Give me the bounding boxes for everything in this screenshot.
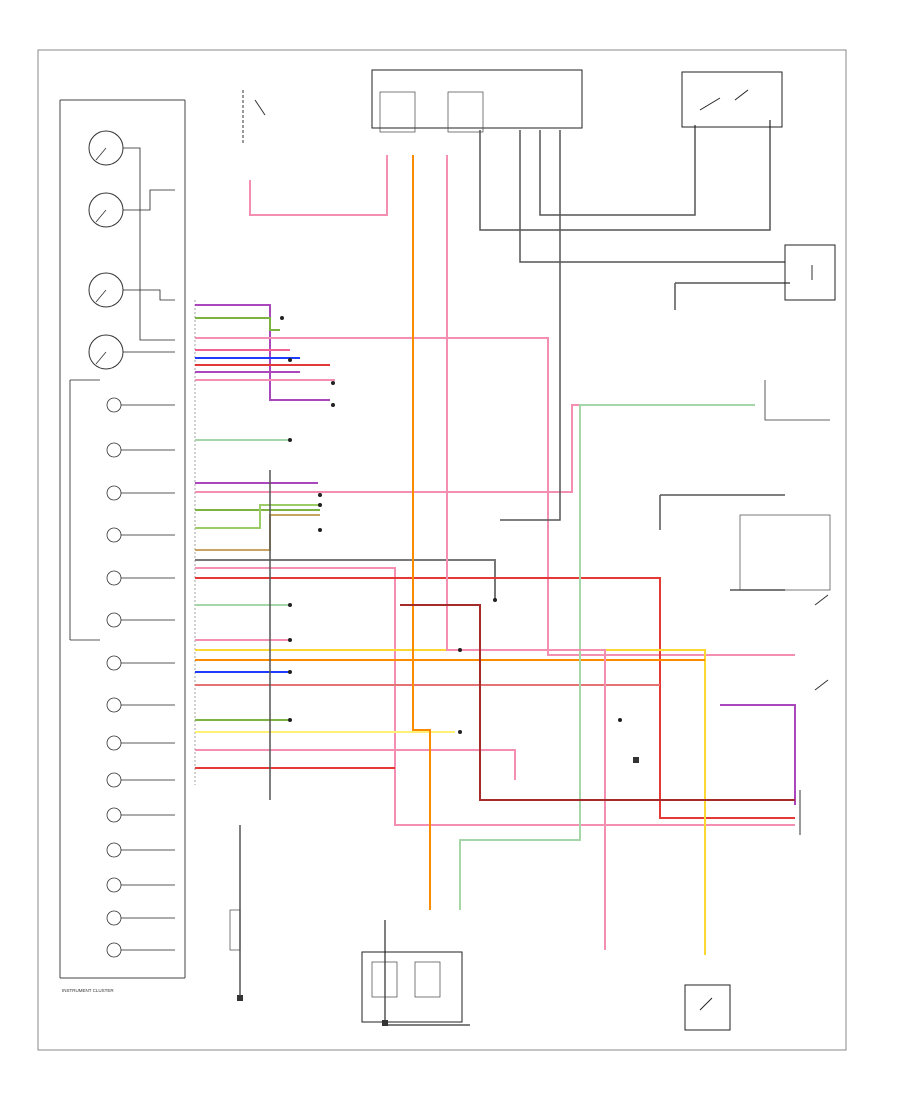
indicator-bulbs	[106, 397, 122, 958]
component-bottom-right	[684, 984, 731, 1031]
wire-orange-main	[412, 155, 431, 910]
component-right-3	[739, 514, 831, 591]
wire-green	[195, 317, 280, 331]
splice-points	[280, 316, 622, 734]
wire-pink-1	[195, 337, 795, 656]
indicator-bulb	[106, 735, 122, 751]
indicator-bulb	[106, 442, 122, 458]
top-wiring	[239, 120, 790, 1026]
instrument-cluster: INSTRUMENT CLUSTER	[59, 99, 186, 993]
component-right-1	[784, 244, 836, 301]
cluster-internal-wiring	[69, 147, 175, 951]
wire-violet-right	[720, 704, 796, 805]
indicator-bulb	[106, 910, 122, 926]
wire-green-top	[459, 404, 755, 910]
component-bottom-left	[229, 909, 241, 951]
wire-yellow	[195, 649, 706, 955]
harness-wires	[195, 155, 796, 955]
indicator-bulb	[106, 527, 122, 543]
diagram-frame	[37, 49, 847, 1051]
wire-red-2	[195, 577, 795, 819]
wire-green-3	[195, 504, 320, 529]
indicator-bulb	[106, 877, 122, 893]
component-bottom-center	[361, 951, 463, 1023]
indicator-bulb	[106, 772, 122, 788]
component-right-2	[764, 380, 830, 421]
wire-violet	[195, 304, 330, 401]
component-right-5	[814, 679, 829, 691]
indicator-bulb	[106, 807, 122, 823]
indicator-bulb	[106, 697, 122, 713]
wire-darkred	[400, 604, 795, 801]
wire-pink-main	[446, 155, 606, 950]
indicator-bulb	[106, 612, 122, 628]
indicator-bulb	[106, 485, 122, 501]
component-top-center	[371, 69, 583, 133]
cluster-title: INSTRUMENT CLUSTER	[62, 988, 114, 993]
wire-pink-4	[195, 404, 755, 493]
indicator-bulb	[106, 397, 122, 413]
indicator-bulb	[106, 570, 122, 586]
ground-symbols	[237, 757, 639, 1026]
wire-tan	[195, 514, 320, 551]
indicator-bulb	[106, 942, 122, 958]
wire-gray-1	[195, 559, 496, 600]
component-top-right	[681, 71, 783, 128]
indicator-bulb	[106, 655, 122, 671]
gauges	[88, 130, 124, 370]
wire-red-top	[249, 155, 388, 216]
component-top-left	[242, 90, 266, 145]
component-right-4	[814, 594, 829, 606]
wire-pink-7	[195, 749, 516, 780]
wire-pink-5	[195, 567, 795, 826]
indicator-bulb	[106, 842, 122, 858]
